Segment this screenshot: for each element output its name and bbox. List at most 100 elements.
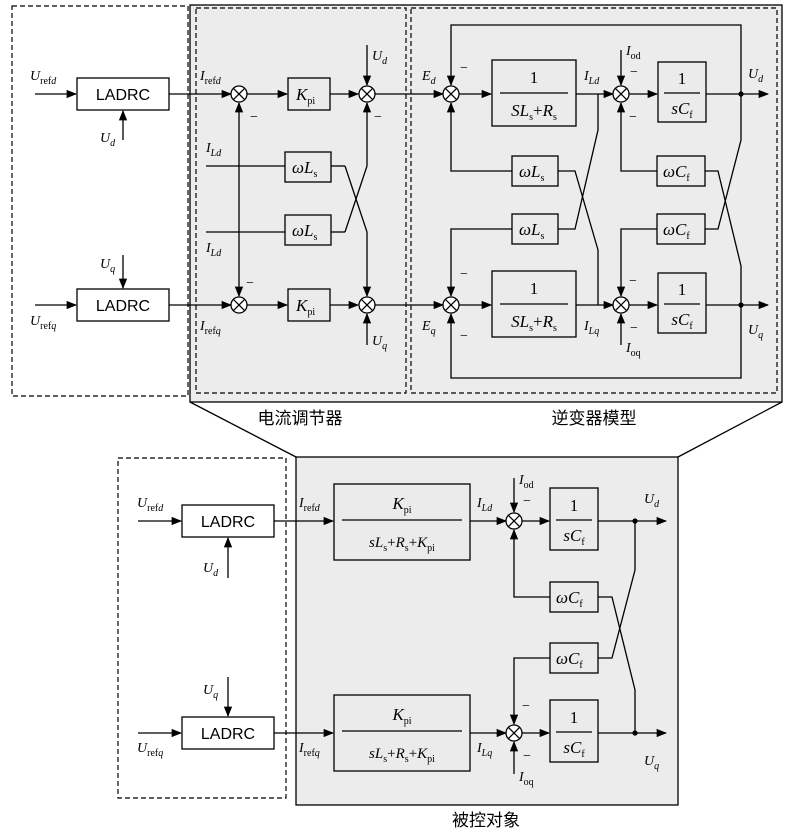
svg-text:sCf: sCf [671, 310, 693, 332]
svg-text:1: 1 [678, 69, 687, 88]
svg-text:Ud: Ud [372, 49, 388, 67]
svg-text:ωCf: ωCf [663, 220, 690, 242]
svg-text:Uq: Uq [203, 683, 218, 701]
svg-text:−: − [374, 110, 382, 125]
svg-text:Irefq: Irefq [298, 741, 320, 759]
ladrc-label-q: LADRC [96, 298, 150, 315]
caption-controlled-plant: 被控对象 [452, 811, 520, 831]
svg-text:LADRC: LADRC [201, 726, 255, 743]
svg-text:Ud: Ud [644, 492, 660, 510]
svg-text:Ud: Ud [203, 561, 219, 579]
current-regulator-dashed-box [195, 7, 407, 394]
svg-text:−: − [629, 110, 637, 125]
svg-text:Urefd: Urefd [137, 496, 164, 514]
ladrc-block-d [76, 77, 170, 111]
svg-text:ILd: ILd [583, 69, 600, 87]
svg-text:ωCf: ωCf [556, 588, 583, 610]
svg-text:−: − [630, 321, 638, 336]
svg-text:−: − [629, 274, 637, 289]
ladrc-dashed-box-top [11, 5, 189, 397]
svg-text:1: 1 [678, 280, 687, 299]
svg-text:ωLs: ωLs [519, 162, 544, 184]
svg-text:Ioq: Ioq [625, 341, 641, 359]
omega-ls-block-inv-1 [511, 155, 559, 187]
svg-text:sCf: sCf [563, 738, 585, 760]
svg-text:SLs+Rs: SLs+Rs [511, 101, 557, 123]
svg-text:sCf: sCf [671, 99, 693, 121]
svg-text:ωCf: ωCf [556, 649, 583, 671]
svg-text:ωCf: ωCf [663, 162, 690, 184]
svg-text:Kpi: Kpi [295, 296, 315, 318]
svg-text:−: − [523, 749, 531, 764]
svg-text:ωLs: ωLs [292, 158, 317, 180]
svg-text:Uq: Uq [748, 323, 763, 341]
svg-text:ILd: ILd [476, 496, 493, 514]
svg-text:ILq: ILq [583, 319, 599, 337]
svg-text:ILd: ILd [205, 241, 222, 259]
top-diagram: LADRC LADRC Urefd Ud Urefq Uq Irefd Iref… [11, 4, 783, 458]
sum-junction-d-bottom [505, 512, 523, 530]
svg-text:1: 1 [530, 68, 539, 87]
svg-text:1: 1 [570, 496, 579, 515]
svg-text:SLs+Rs: SLs+Rs [511, 312, 557, 334]
svg-text:Kpi: Kpi [391, 494, 411, 516]
svg-text:−: − [246, 276, 254, 291]
svg-text:Iod: Iod [625, 44, 641, 62]
sum-junction-d1 [230, 85, 248, 103]
svg-text:Ed: Ed [421, 69, 437, 87]
svg-text:Eq: Eq [421, 319, 436, 337]
svg-text:−: − [630, 65, 638, 80]
svg-text:Kpi: Kpi [391, 705, 411, 727]
sum-junction-q-bottom [505, 724, 523, 742]
bottom-diagram: LADRC LADRC Urefd Ud Urefq Uq Irefd Iref… [117, 456, 679, 831]
plant-cf-block-d [657, 61, 707, 123]
svg-text:−: − [522, 699, 530, 714]
svg-text:Irefq: Irefq [199, 319, 221, 337]
svg-text:sCf: sCf [563, 526, 585, 548]
svg-text:Urefq: Urefq [137, 741, 163, 759]
sum-junction-d2 [358, 85, 376, 103]
svg-text:Urefd: Urefd [30, 69, 57, 87]
svg-text:Uq: Uq [644, 754, 659, 772]
svg-text:ωLs: ωLs [292, 221, 317, 243]
closed-loop-tf-block-d [333, 483, 471, 561]
svg-text:1: 1 [570, 708, 579, 727]
sum-junction-q3 [442, 296, 460, 314]
svg-text:Irefd: Irefd [298, 496, 321, 514]
cf-block-d-bottom [549, 487, 599, 551]
svg-text:Uq: Uq [100, 257, 115, 275]
svg-text:Urefq: Urefq [30, 314, 56, 332]
svg-text:Ioq: Ioq [518, 770, 534, 788]
ladrc-label-d: LADRC [96, 87, 150, 104]
sum-junction-q1 [230, 296, 248, 314]
closed-loop-tf-block-q [333, 694, 471, 772]
ladrc-dashed-box-bottom [117, 457, 287, 799]
plant-cf-block-q [657, 272, 707, 334]
svg-text:Uq: Uq [372, 334, 387, 352]
sum-junction-q2 [358, 296, 376, 314]
caption-current-regulator: 电流调节器 [258, 409, 343, 429]
svg-text:ILd: ILd [205, 141, 222, 159]
svg-text:−: − [460, 267, 468, 282]
sum-junction-d3 [442, 85, 460, 103]
omega-cf-block-inv-2 [656, 213, 706, 245]
svg-text:sLs+Rs+Kpi: sLs+Rs+Kpi [369, 535, 435, 554]
svg-text:Irefd: Irefd [199, 69, 222, 87]
svg-text:Ud: Ud [748, 67, 764, 85]
svg-text:sLs+Rs+Kpi: sLs+Rs+Kpi [369, 746, 435, 765]
svg-text:Ud: Ud [100, 131, 116, 149]
svg-text:−: − [460, 329, 468, 344]
svg-text:1: 1 [530, 279, 539, 298]
svg-text:ωLs: ωLs [519, 220, 544, 242]
svg-text:−: − [523, 494, 531, 509]
svg-text:Kpi: Kpi [295, 85, 315, 107]
svg-text:Iod: Iod [518, 473, 534, 491]
sum-junction-q4 [612, 296, 630, 314]
caption-inverter-model: 逆变器模型 [552, 409, 637, 429]
omega-ls-block-reg-2 [284, 214, 332, 246]
svg-text:ILq: ILq [476, 741, 492, 759]
cf-block-q-bottom [549, 699, 599, 763]
sum-junction-d4 [612, 85, 630, 103]
svg-text:−: − [250, 110, 258, 125]
